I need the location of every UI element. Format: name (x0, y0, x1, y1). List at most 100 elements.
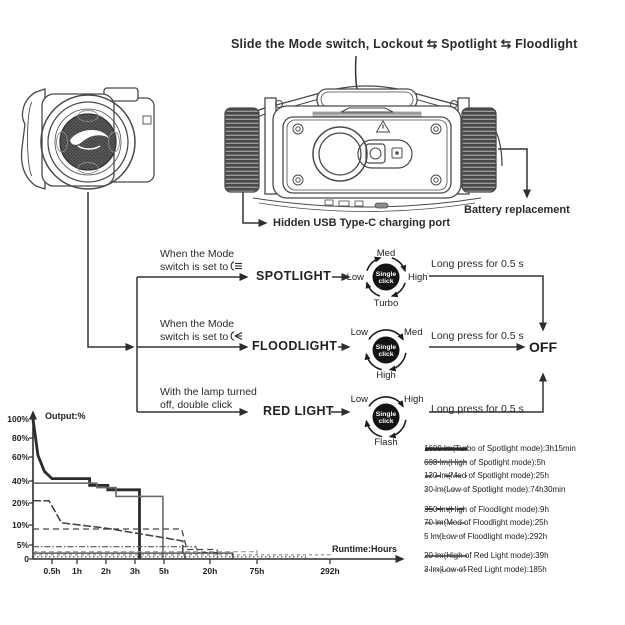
power-button-recess (357, 139, 413, 169)
legend-item: 70 lm(Med of Floodlight mode):25h (424, 516, 624, 530)
single-click-button (372, 403, 400, 431)
legend-label: 1600 lm(Turbo of Spotlight mode):3h15min (424, 444, 576, 454)
legend-item: 350 lm(High of Floodlight mode):9h (424, 502, 624, 516)
legend-label: 3 lm(Low of Red Light mode):185h (424, 565, 547, 575)
mode-floodlight: FLOODLIGHT (252, 339, 338, 353)
mode-red-light: RED LIGHT (263, 404, 334, 418)
series-line (31, 418, 141, 559)
battery-knob-left (224, 107, 260, 193)
x-tick-label: 292h (320, 566, 339, 576)
mode-spotlight: SPOTLIGHT (256, 269, 332, 283)
cycle-arrow (388, 352, 407, 372)
legend-line-swatch (425, 475, 467, 477)
row3-condition: With the lamp turned off, double click (160, 386, 257, 411)
row2-condition: When the Mode switch is set to (160, 318, 243, 344)
x-tick-label: 0.5h (43, 566, 60, 576)
bottom-lip (252, 197, 482, 208)
cycle-level-label: Low (347, 272, 365, 283)
runtime-chart: Output:% Runtime:Hours 100% 80% 60% 40% 20% 10%… (7, 410, 405, 576)
x-axis-title: Runtime:Hours (332, 544, 397, 554)
legend-line-swatch (425, 555, 467, 557)
spotlight-lens (312, 126, 368, 182)
x-tick-label: 75h (250, 566, 265, 576)
series-line (33, 556, 307, 559)
cycle-level-label: Low (351, 394, 369, 405)
bottom-markings (324, 199, 389, 209)
sideview-connector-arrow (87, 192, 135, 351)
corner-screws (292, 123, 442, 186)
cycle-arrow (364, 352, 383, 371)
power-button (365, 143, 386, 164)
x-tick-label: 5h (159, 566, 169, 576)
legend-line-swatch (425, 447, 467, 451)
cycle-level-label: High (404, 394, 424, 405)
headlamp-front-view (224, 85, 503, 212)
runtime-legend: 1600 lm(Turbo of Spotlight mode):3h15min… (424, 442, 624, 576)
legend-item: 30 lm(Low of Spotlight mode):74h30min (424, 483, 624, 497)
legend-label: 350 lm(High of Floodlight mode):9h (424, 504, 549, 514)
single-click-button (372, 263, 400, 291)
series-line (33, 482, 164, 559)
legend-item: 600 lm(High of Spotlight mode):5h (424, 456, 624, 470)
cycle-arrow (364, 419, 383, 438)
x-tick-label: 2h (101, 566, 111, 576)
side-lens-mesh (59, 113, 117, 171)
legend-label: 30 lm(Low of Spotlight mode):74h30min (424, 485, 566, 495)
side-lens-ring (40, 94, 136, 190)
legend-label: 600 lm(High of Spotlight mode):5h (424, 457, 546, 467)
cycle-arrow (368, 396, 404, 408)
series-line (33, 552, 234, 559)
row1-condition: When the Mode switch is set to (160, 248, 243, 274)
y-tick-label: 60% (12, 452, 29, 462)
usb-port-label: Hidden USB Type-C charging port (273, 217, 451, 229)
y-axis-title: Output:% (45, 411, 86, 421)
cycle-level-label: Low (351, 327, 369, 338)
legend-label: 70 lm(Med of Floodlight mode):25h (424, 518, 549, 528)
y-tick-label: 0 (24, 554, 29, 564)
battery-label: Battery replacement (464, 204, 570, 216)
legend-line-swatch (425, 461, 467, 464)
row3-long-press: Long press for 0.5 s (431, 403, 524, 415)
legend-label: 20 lm(High of Red Light mode):39h (424, 551, 549, 561)
y-tick-label: 80% (12, 433, 29, 443)
cycle-level-label: High (408, 272, 428, 283)
cycle-level-label: Flash (374, 437, 397, 448)
legend-line-swatch (425, 568, 467, 571)
indicator-window (391, 147, 403, 159)
x-tick-label: 3h (130, 566, 140, 576)
cycle-arrow (388, 419, 407, 439)
logo-swoosh (70, 129, 109, 145)
legend-line-swatch (425, 535, 467, 538)
cycle-level-label: Med (404, 327, 422, 338)
spotlight-switch-icon (230, 261, 243, 271)
usb-pointer-arrow (242, 192, 268, 227)
row2-long-press: Long press for 0.5 s (431, 330, 524, 342)
y-tick-label: 40% (12, 476, 29, 486)
cycle-arrow (390, 282, 406, 298)
row1-off-arrow (429, 275, 547, 332)
cycle-level-label: High (376, 370, 396, 381)
row3-off-arrow (429, 372, 547, 413)
y-tick-label: 20% (12, 498, 29, 508)
y-tick-label: 10% (12, 520, 29, 530)
cycle-level-label: Med (377, 248, 395, 259)
warning-triangle-icon (375, 120, 391, 133)
legend-item: 20 lm(High of Red Light mode):39h (424, 549, 624, 563)
series-line (33, 550, 258, 559)
row1-long-press: Long press for 0.5 s (431, 258, 524, 270)
y-tick-label: 100% (7, 414, 29, 424)
legend-item: 1600 lm(Turbo of Spotlight mode):3h15min (424, 442, 624, 456)
floodlight-switch-icon (230, 331, 243, 341)
legend-item: 5 lm(Low of Floodlight mode):292h (424, 530, 624, 544)
mode-switch-knob (340, 107, 394, 113)
cycle-arrow (368, 329, 404, 341)
off-state-label: OFF (529, 339, 557, 355)
legend-item: 130 lm(Med of Spotlight mode):25h (424, 469, 624, 483)
cycle-level-label: Turbo (374, 298, 398, 309)
legend-line-swatch (425, 522, 467, 524)
